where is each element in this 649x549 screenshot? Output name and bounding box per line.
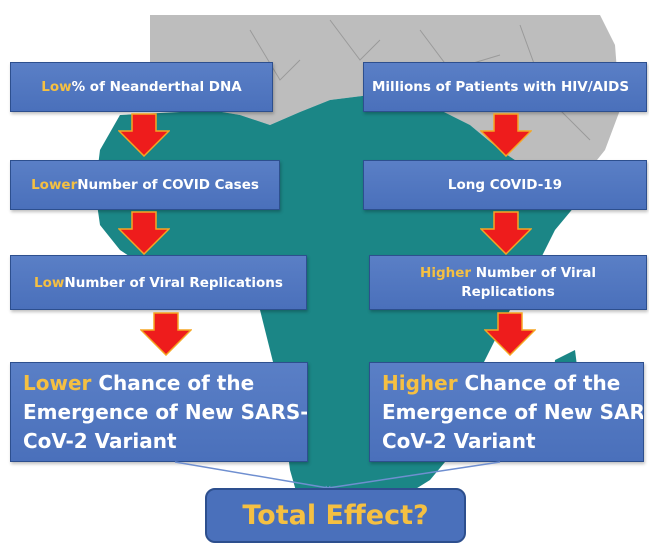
left-box1-text: % of Neanderthal DNA [71,79,242,95]
down-arrow-icon [118,113,170,157]
left-box2-text: Number of COVID Cases [77,177,259,193]
right-box3-line2: Replications [461,283,555,300]
right-box-viral-replications: Higher Number of Viral Replications [369,255,647,310]
right-box4-line2: Emergence of New SARS- [382,399,644,424]
right-box-variant-chance: Higher Chance of the Emergence of New SA… [369,362,644,462]
left-box1-highlight: Low [41,79,72,95]
left-box-neanderthal-dna: Low % of Neanderthal DNA [10,62,273,112]
left-box2-highlight: Lower [31,177,78,193]
right-box-hiv-patients: Millions of Patients with HIV/AIDS [363,62,647,112]
down-arrow-icon [140,312,192,356]
right-box2-text: Long COVID-19 [447,177,563,193]
right-box-long-covid: Long COVID-19 [363,160,647,210]
right-box3-line1: Number of Viral [471,264,596,281]
right-box4-line1: Chance of the [457,370,621,395]
right-box3-highlight: Higher [420,264,472,281]
left-box-covid-cases: Lower Number of COVID Cases [10,160,280,210]
total-effect-box: Total Effect? [205,488,466,543]
left-box3-text: Number of Viral Replications [64,274,283,291]
left-box4-line3: CoV-2 Variant [23,428,177,453]
total-effect-label: Total Effect? [242,500,429,531]
left-box-variant-chance: Lower Chance of the Emergence of New SAR… [10,362,308,462]
right-box4-line3: CoV-2 Variant [382,428,536,453]
left-box4-highlight: Lower [23,370,92,395]
down-arrow-icon [480,113,532,157]
down-arrow-icon [118,211,170,255]
right-box1-text: Millions of Patients with HIV/AIDS [372,79,630,95]
left-box-viral-replications: Low Number of Viral Replications [10,255,307,310]
down-arrow-icon [480,211,532,255]
left-box4-line1: Chance of the [91,370,255,395]
left-box3-highlight: Low [34,274,65,291]
left-box4-line2: Emergence of New SARS- [23,399,308,424]
right-box4-highlight: Higher [382,370,458,395]
down-arrow-icon [484,312,536,356]
